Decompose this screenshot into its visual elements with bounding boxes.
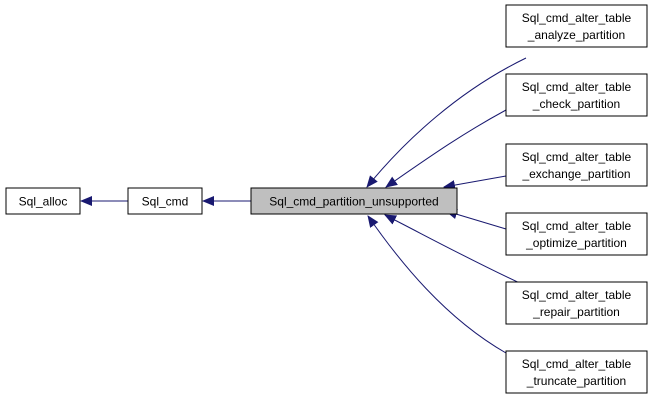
node-sql-alloc[interactable]: Sql_alloc (5, 187, 81, 215)
node-alter-table-analyze-partition[interactable]: Sql_cmd_alter_table _analyze_partition (505, 4, 648, 48)
node-exchange-label-line1: Sql_cmd_alter_table (522, 150, 632, 164)
edge-check-to-partition-unsupported (385, 109, 507, 188)
node-sql-cmd[interactable]: Sql_cmd (127, 187, 203, 215)
node-exchange-label-line2: _exchange_partition (521, 167, 630, 181)
node-alter-table-truncate-partition[interactable]: Sql_cmd_alter_table _truncate_partition (505, 350, 648, 394)
node-check-label-line1: Sql_cmd_alter_table (522, 80, 632, 94)
edge-repair-to-partition-unsupported (384, 214, 527, 287)
node-repair-label-line2: _repair_partition (532, 305, 620, 319)
edge-analyze-to-partition-unsupported (366, 57, 527, 188)
node-alter-table-exchange-partition[interactable]: Sql_cmd_alter_table _exchange_partition (505, 143, 648, 187)
node-alter-table-check-partition[interactable]: Sql_cmd_alter_table _check_partition (505, 73, 648, 117)
node-partition-unsupported-label: Sql_cmd_partition_unsupported (269, 195, 438, 209)
node-alter-table-repair-partition[interactable]: Sql_cmd_alter_table _repair_partition (505, 281, 648, 325)
node-truncate-label-line1: Sql_cmd_alter_table (522, 357, 632, 371)
edge-exchange-to-partition-unsupported (443, 175, 507, 191)
node-check-label-line2: _check_partition (532, 97, 620, 111)
node-optimize-label-line2: _optimize_partition (525, 236, 627, 250)
node-optimize-label-line1: Sql_cmd_alter_table (522, 219, 632, 233)
node-sql-alloc-label: Sql_alloc (19, 195, 68, 209)
node-repair-label-line1: Sql_cmd_alter_table (522, 288, 632, 302)
edges (80, 57, 527, 354)
node-truncate-label-line2: _truncate_partition (526, 374, 626, 388)
node-partition-unsupported[interactable]: Sql_cmd_partition_unsupported (250, 187, 458, 215)
node-sql-cmd-label: Sql_cmd (142, 195, 189, 209)
node-alter-table-optimize-partition[interactable]: Sql_cmd_alter_table _optimize_partition (505, 212, 648, 256)
node-analyze-label-line1: Sql_cmd_alter_table (522, 11, 632, 25)
node-analyze-label-line2: _analyze_partition (527, 28, 625, 42)
edge-truncate-to-partition-unsupported (367, 215, 507, 354)
